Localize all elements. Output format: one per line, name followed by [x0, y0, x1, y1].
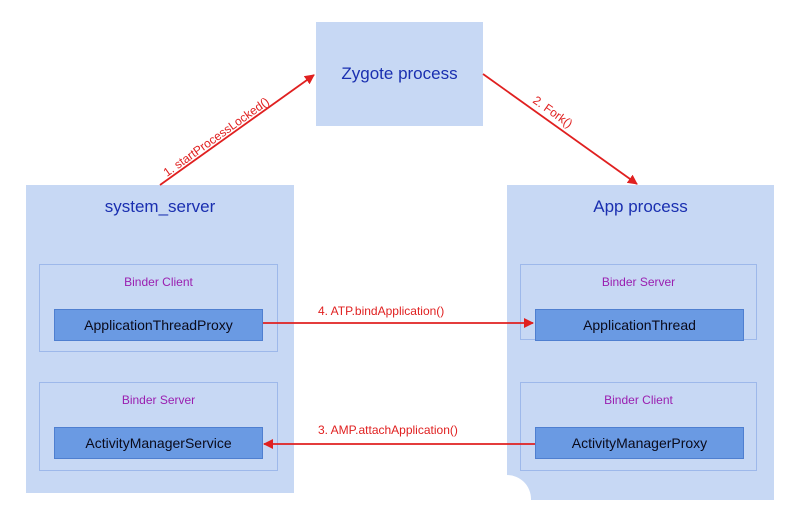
system-server-title: system_server	[104, 197, 216, 216]
app-process-title: App process	[593, 197, 688, 216]
label-start-process: 1. startProcessLocked()	[161, 94, 272, 179]
binder-server-label: Binder Server	[601, 275, 676, 289]
application-thread-proxy: ApplicationThreadProxy	[54, 309, 263, 341]
label-bind-application: 4. ATP.bindApplication()	[318, 304, 444, 318]
activity-manager-proxy: ActivityManagerProxy	[535, 427, 744, 459]
arrow-fork	[482, 73, 638, 185]
application-thread: ApplicationThread	[535, 309, 744, 341]
arrow-start-process	[159, 74, 315, 186]
label-attach-application: 3. AMP.attachApplication()	[318, 423, 458, 437]
app-process-box: App process Binder Server ApplicationThr…	[497, 185, 774, 515]
zygote-process-title: Zygote process	[341, 64, 458, 83]
zygote-process-box: Zygote process	[316, 22, 483, 126]
system-server-box: system_server Binder Client ApplicationT…	[26, 185, 294, 493]
system-server-binder-client: Binder Client ApplicationThreadProxy	[39, 264, 278, 352]
system-server-binder-server: Binder Server ActivityManagerService	[39, 382, 278, 471]
binder-client-label: Binder Client	[124, 275, 193, 289]
binder-client-label: Binder Client	[604, 393, 673, 407]
app-process-binder-server: Binder Server ApplicationThread	[520, 264, 757, 341]
app-process-binder-client: Binder Client ActivityManagerProxy	[520, 382, 757, 471]
activity-manager-service: ActivityManagerService	[54, 427, 263, 459]
binder-server-label: Binder Server	[121, 393, 196, 407]
